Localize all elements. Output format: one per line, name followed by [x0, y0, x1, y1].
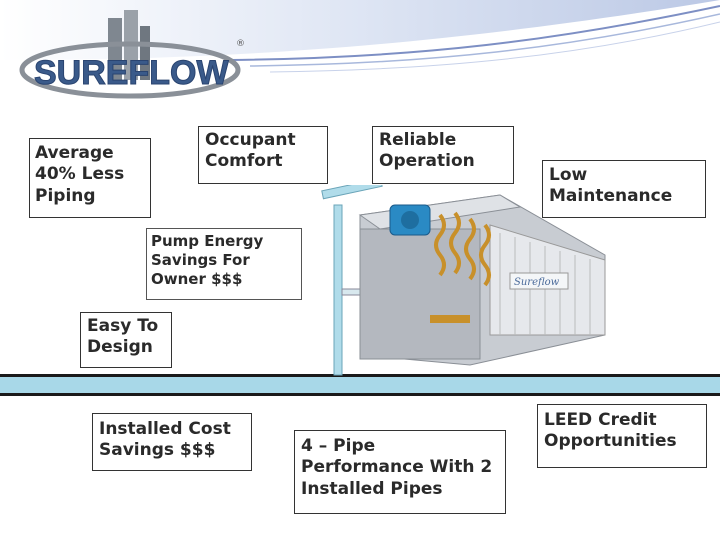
callout-average-piping: Average 40% Less Piping	[29, 138, 151, 218]
logo-wordmark: SUREFLOW	[34, 54, 229, 92]
registered-mark: ®	[236, 39, 245, 49]
callout-leed-credit: LEED Credit Opportunities	[537, 404, 707, 468]
callout-installed-cost: Installed Cost Savings $$$	[92, 413, 252, 471]
fan-coil-unit-illustration: Sureflow	[321, 185, 606, 376]
callout-low-maintenance: Low Maintenance	[542, 160, 706, 218]
callout-reliable-operation: Reliable Operation	[372, 126, 514, 184]
sureflow-logo: SUREFLOW ®	[19, 10, 245, 99]
unit-badge: Sureflow	[514, 277, 560, 288]
callout-four-pipe: 4 – Pipe Performance With 2 Installed Pi…	[294, 430, 506, 514]
floor-strip	[0, 374, 720, 396]
callout-pump-energy: Pump Energy Savings For Owner $$$	[146, 228, 302, 300]
callout-occupant-comfort: Occupant Comfort	[198, 126, 328, 184]
callout-easy-design: Easy To Design	[80, 312, 172, 368]
